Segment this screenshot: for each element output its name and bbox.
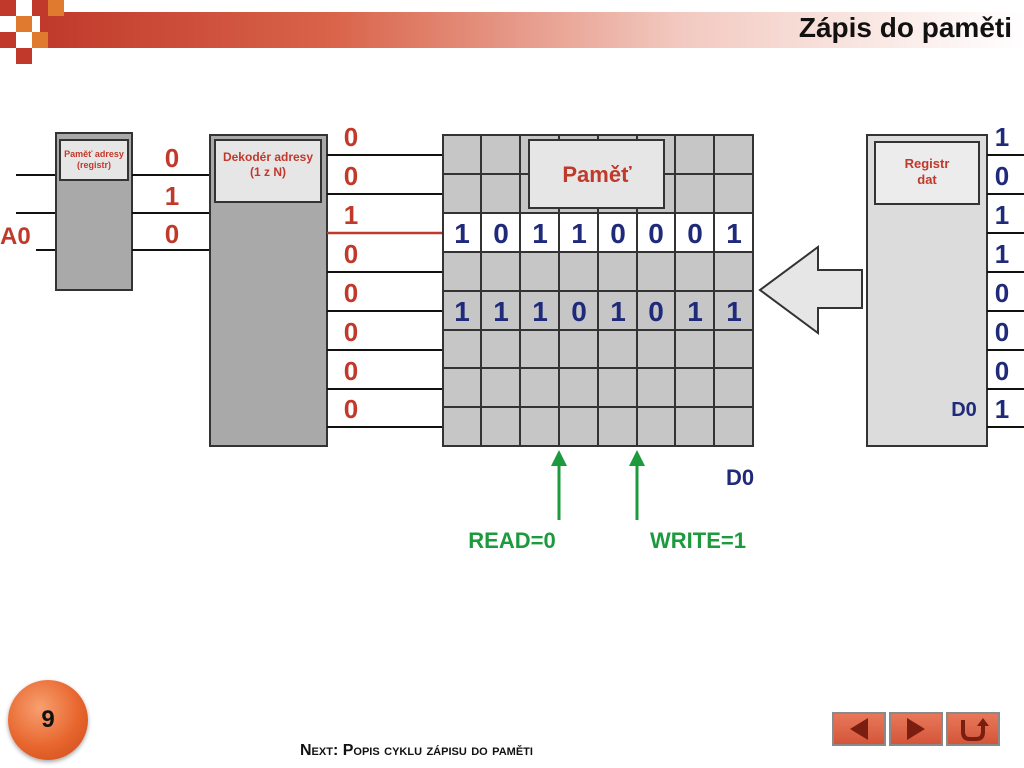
triangle-right-icon	[907, 718, 925, 740]
decoder-output-bit: 0	[344, 278, 358, 308]
memory-written-bit: 0	[648, 218, 664, 249]
memory-written-bit: 0	[687, 218, 703, 249]
address-register-label-2: (registr)	[77, 160, 111, 170]
decoder-output-bit: 0	[344, 161, 358, 191]
address-bus: 0 1 0	[132, 143, 210, 251]
address-bit: 0	[165, 143, 179, 173]
decoder-label-2: (1 z N)	[250, 165, 286, 179]
memory-stored-bit: 1	[726, 296, 742, 327]
decoder-output-bit: 0	[344, 394, 358, 424]
next-button[interactable]	[889, 712, 943, 746]
decoder-output-bit: 0	[344, 239, 358, 269]
read-arrow-icon	[551, 450, 567, 466]
return-button[interactable]	[946, 712, 1000, 746]
data-register-bit: 1	[995, 239, 1009, 269]
memory-written-bit: 0	[610, 218, 626, 249]
memory-stored-bit: 0	[648, 296, 664, 327]
address-bit: 0	[165, 219, 179, 249]
write-signal-label: WRITE=1	[650, 528, 746, 553]
memory-array: Paměť 1 0 1 1 0 0 0 1 1 1 1 0 1 0 1	[442, 134, 754, 490]
decoder-label-1: Dekodér adresy	[223, 150, 313, 164]
data-register-bit: 0	[995, 161, 1009, 191]
address-register: Paměť adresy (registr) A0	[0, 132, 133, 291]
decoder-output-bit: 0	[344, 122, 358, 152]
memory-written-bit: 1	[454, 218, 470, 249]
previous-button[interactable]	[832, 712, 886, 746]
data-register-bit: 1	[995, 122, 1009, 152]
data-register: Registr dat 1 0 1 1 0 0 0 1 D0	[866, 122, 1024, 447]
write-arrow-icon	[629, 450, 645, 466]
address-bit: 1	[165, 181, 179, 211]
decoder-output-bit: 0	[344, 356, 358, 386]
memory-stored-bit: 1	[687, 296, 703, 327]
memory-d0-label: D0	[726, 465, 754, 490]
decoder-outputs: 0 0 1 0 0 0 0 0	[327, 122, 443, 428]
data-register-label-1: Registr	[905, 156, 950, 171]
control-signals: READ=0 WRITE=1	[468, 450, 746, 553]
next-slide-link[interactable]: Next: Popis cyklu zápisu do paměti	[300, 742, 533, 759]
address-register-label-1: Paměť adresy	[64, 149, 124, 159]
data-register-label-2: dat	[917, 172, 937, 187]
memory-written-bit: 1	[571, 218, 587, 249]
address-a0-label: A0	[0, 223, 31, 250]
triangle-left-icon	[850, 718, 868, 740]
memory-stored-bit: 1	[532, 296, 548, 327]
memory-stored-bit: 0	[571, 296, 587, 327]
page-title: Zápis do paměti	[798, 12, 1012, 43]
header-gradient-bar	[40, 12, 1024, 48]
memory-stored-bit: 1	[493, 296, 509, 327]
decoder-output-bit: 1	[344, 200, 358, 230]
memory-label: Paměť	[562, 162, 632, 187]
memory-stored-bit: 1	[610, 296, 626, 327]
memory-stored-bit: 1	[454, 296, 470, 327]
data-register-bit: 0	[995, 356, 1009, 386]
data-register-bit: 0	[995, 278, 1009, 308]
address-decoder: Dekodér adresy (1 z N)	[209, 134, 328, 447]
memory-written-bit: 1	[726, 218, 742, 249]
data-register-bit: 1	[995, 200, 1009, 230]
data-flow-arrow-icon	[758, 245, 863, 335]
data-register-bit: 1	[995, 394, 1009, 424]
read-signal-label: READ=0	[468, 528, 555, 553]
page-number-badge: 9	[8, 680, 88, 760]
data-register-bit: 0	[995, 317, 1009, 347]
memory-written-bit: 0	[493, 218, 509, 249]
data-register-d0-label: D0	[951, 399, 977, 421]
return-arrow-icon	[961, 718, 989, 741]
decoder-output-bit: 0	[344, 317, 358, 347]
memory-written-bit: 1	[532, 218, 548, 249]
